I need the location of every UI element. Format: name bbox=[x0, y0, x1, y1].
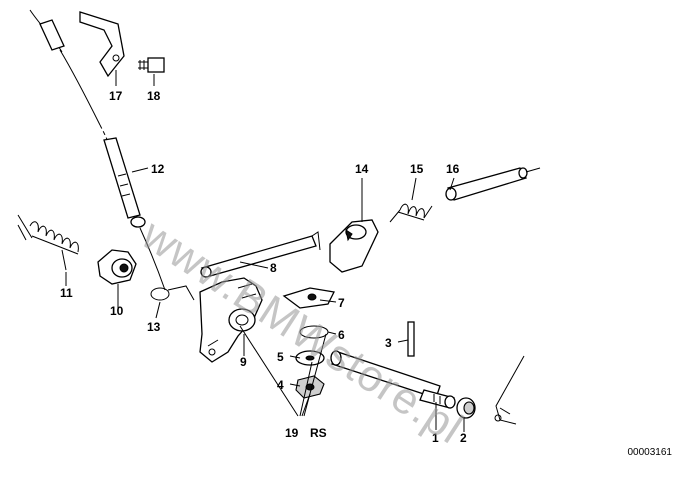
bell-crank bbox=[329, 219, 379, 273]
torsion-spring bbox=[389, 203, 433, 223]
connecting-rod bbox=[200, 231, 321, 278]
callout-4: 4 bbox=[277, 378, 284, 392]
lock-nut bbox=[295, 375, 325, 399]
callout-10: 10 bbox=[110, 304, 124, 318]
return-spring bbox=[17, 214, 79, 271]
callout-12: 12 bbox=[151, 162, 165, 176]
callout-19: 19 bbox=[285, 426, 299, 440]
housing-fragment bbox=[494, 355, 525, 425]
callout-13: 13 bbox=[147, 320, 161, 334]
callout-rs: RS bbox=[310, 426, 327, 440]
throttle-cable bbox=[29, 9, 166, 291]
callout-14: 14 bbox=[355, 162, 369, 176]
callout-11: 11 bbox=[60, 286, 73, 300]
callout-18: 18 bbox=[147, 89, 161, 103]
callout-1: 1 bbox=[432, 431, 439, 445]
circlip bbox=[299, 325, 329, 339]
callout-16: 16 bbox=[446, 162, 460, 176]
cable-clip bbox=[150, 285, 195, 301]
callout-7: 7 bbox=[338, 296, 345, 310]
callout-8: 8 bbox=[270, 261, 277, 275]
leader-lines bbox=[65, 70, 465, 432]
pin bbox=[407, 321, 415, 357]
callout-2: 2 bbox=[460, 431, 467, 445]
callout-5: 5 bbox=[277, 350, 284, 364]
callout-3: 3 bbox=[385, 336, 392, 350]
main-shaft bbox=[330, 350, 456, 409]
callout-15: 15 bbox=[410, 162, 424, 176]
throttle-lever bbox=[199, 277, 263, 363]
callout-6: 6 bbox=[338, 328, 345, 342]
diagram-number: 00003161 bbox=[627, 447, 673, 458]
shaft-16 bbox=[445, 167, 541, 201]
washer bbox=[295, 350, 325, 366]
bolt bbox=[138, 57, 165, 73]
lever-plate bbox=[282, 287, 335, 309]
cable-bracket bbox=[79, 11, 125, 78]
shaft-bushing bbox=[456, 397, 476, 419]
callout-9: 9 bbox=[240, 355, 247, 369]
cable-bushing bbox=[97, 249, 137, 298]
callout-17: 17 bbox=[109, 89, 123, 103]
